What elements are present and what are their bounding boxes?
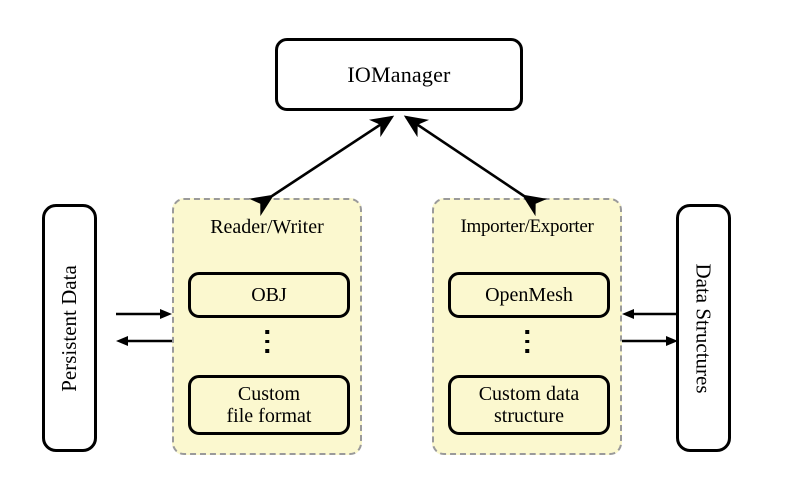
arrow-structures-to-importer xyxy=(622,334,678,348)
importer-exporter-ellipsis-icon xyxy=(525,330,529,353)
importer-exporter-title: Importer/Exporter xyxy=(460,216,594,237)
iomanager-label: IOManager xyxy=(347,61,451,87)
reader-writer-ellipsis-icon xyxy=(265,330,269,353)
arrow-manager-reader-writer xyxy=(248,115,395,217)
importer-item-openmesh-label: OpenMesh xyxy=(485,283,573,306)
reader-item-obj: OBJ xyxy=(188,272,350,318)
data-structures-label: Data Structures xyxy=(692,262,717,394)
reader-writer-title: Reader/Writer xyxy=(210,216,324,238)
persistent-data-box: Persistent Data xyxy=(42,204,97,452)
data-structures-box: Data Structures xyxy=(676,204,731,452)
iomanager-box: IOManager xyxy=(275,38,523,111)
reader-item-obj-label: OBJ xyxy=(251,283,287,306)
arrow-reader-to-persistent xyxy=(116,334,172,348)
arrow-exporter-to-structures xyxy=(622,307,678,321)
importer-item-openmesh: OpenMesh xyxy=(448,272,610,318)
persistent-data-label: Persistent Data xyxy=(57,264,81,392)
arrow-persistent-to-reader xyxy=(116,307,172,321)
arrow-manager-importer-exporter xyxy=(403,115,548,217)
